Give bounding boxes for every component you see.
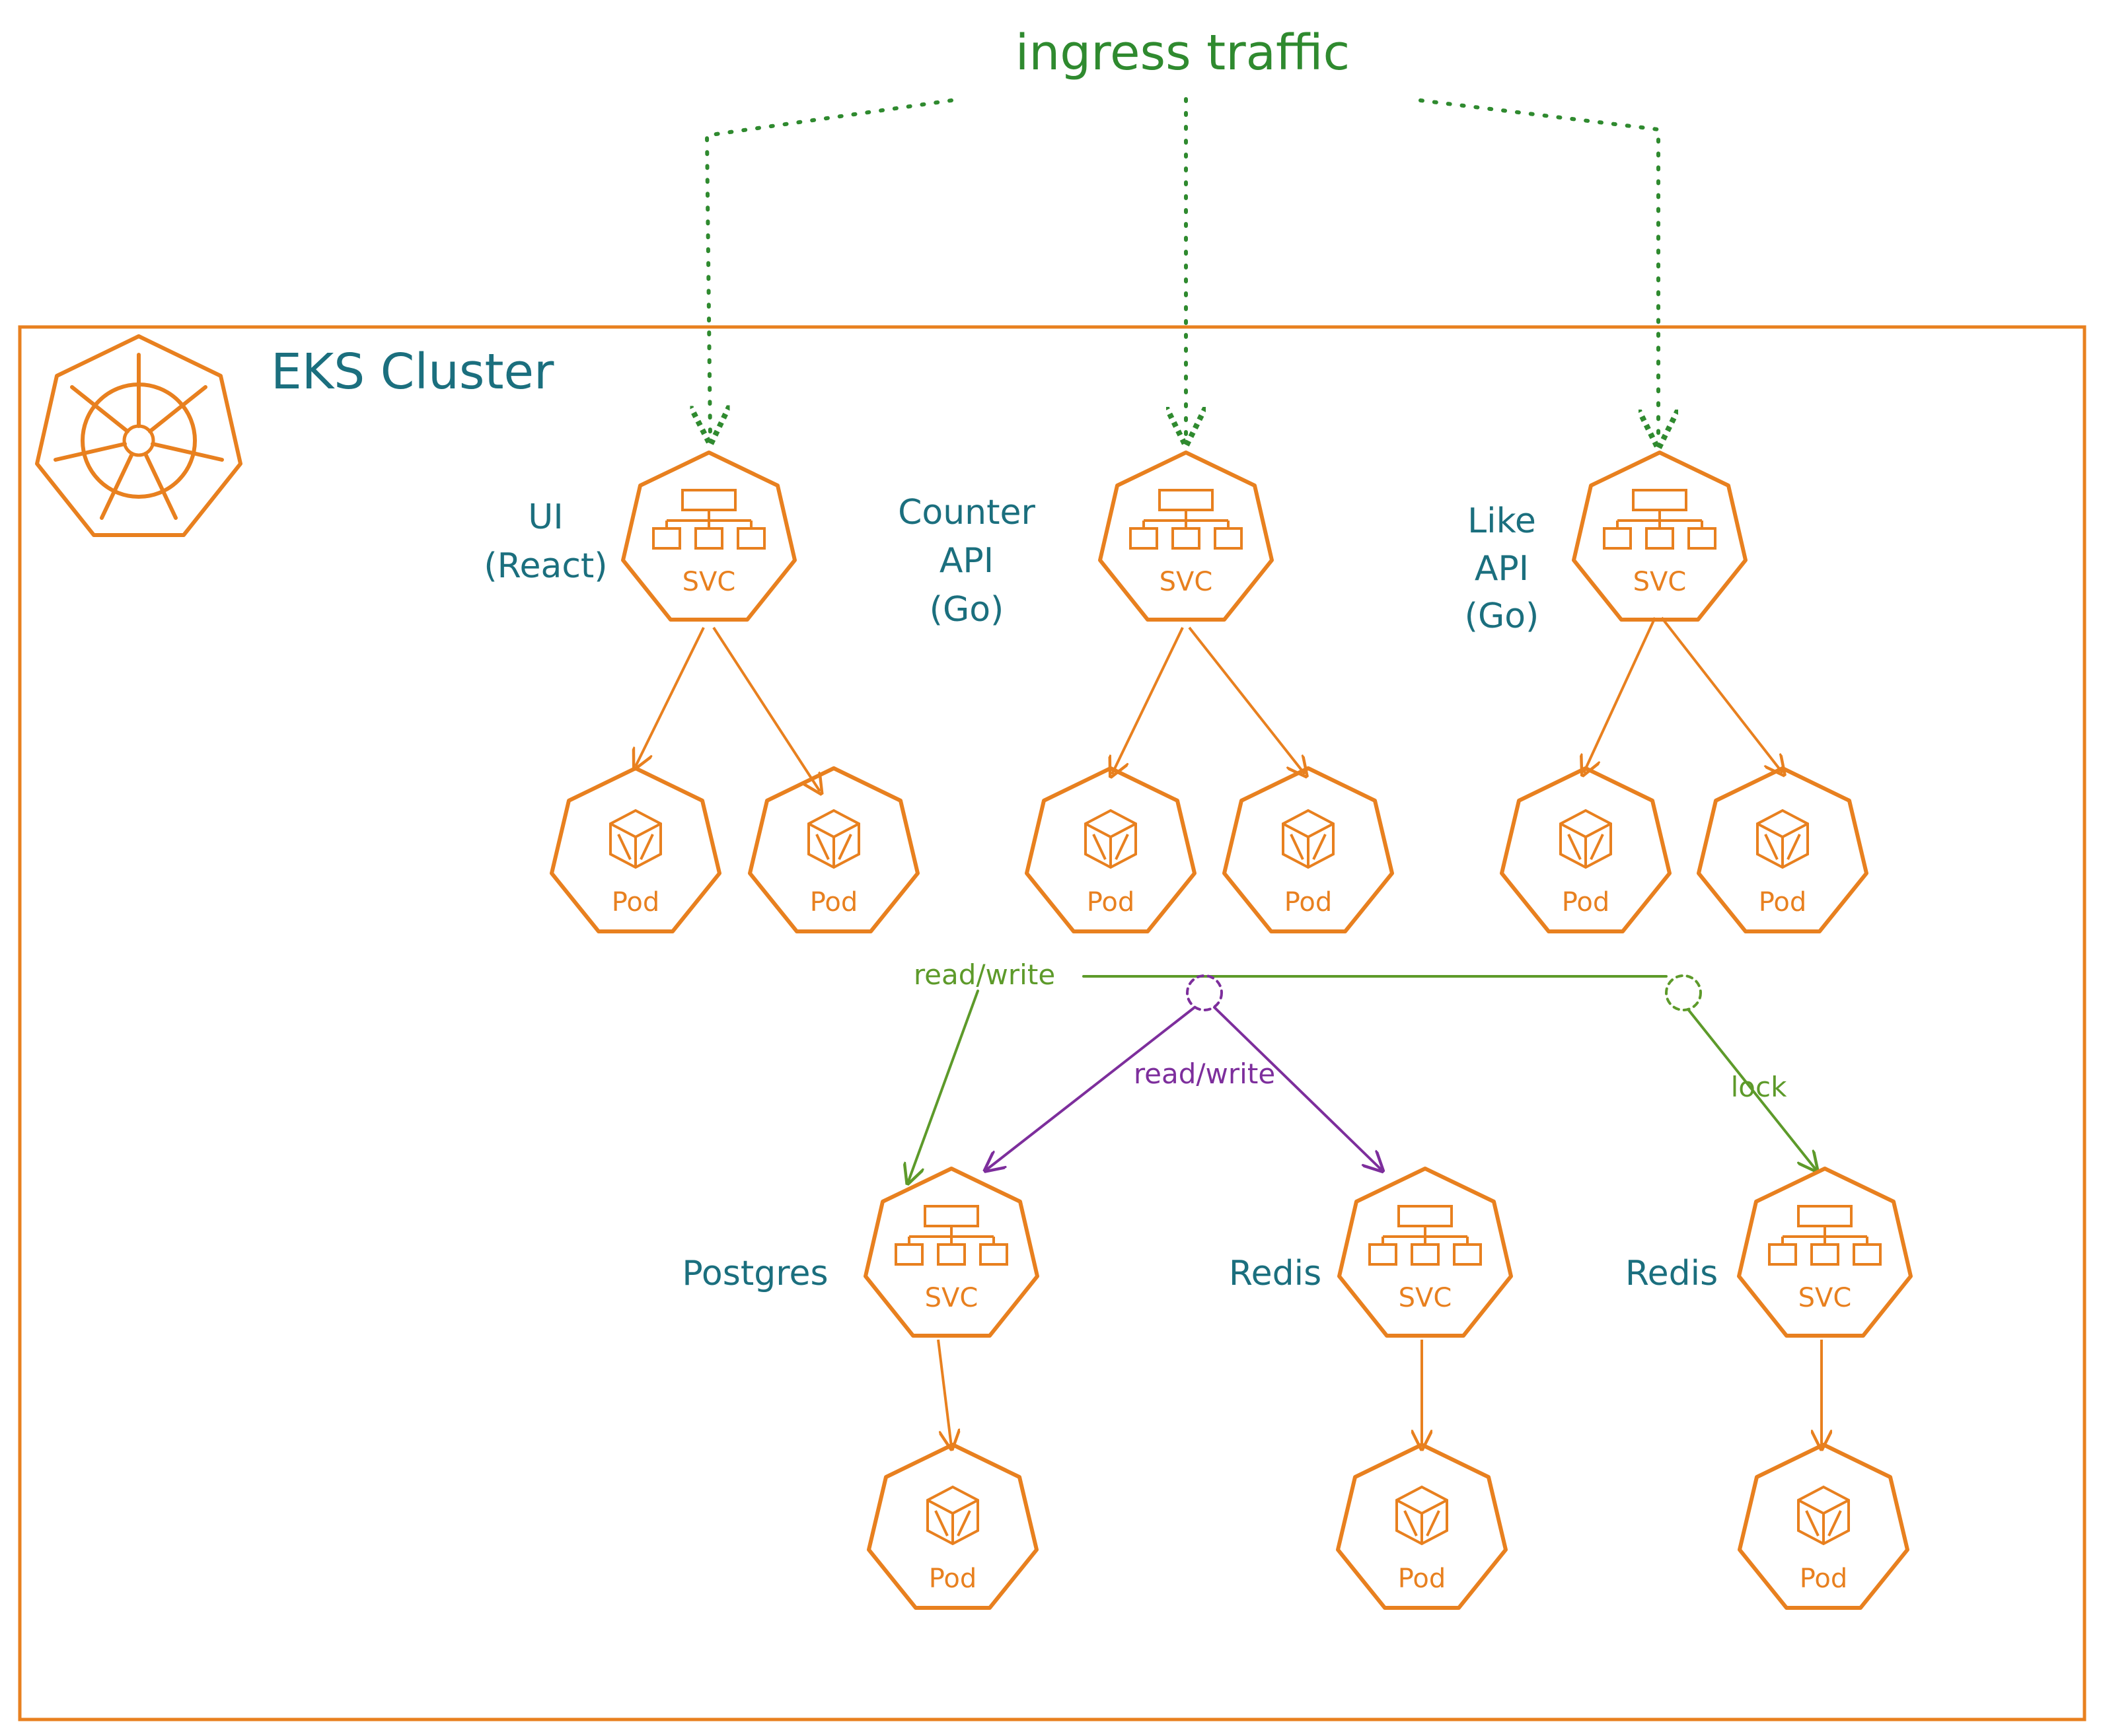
edge-label-lock: lock (1731, 1071, 1787, 1103)
svc-label: SVC (1160, 567, 1213, 597)
svc-node-counter: SVC (1098, 451, 1274, 622)
service-redis-b: SVC Redis Pod (1625, 1167, 1913, 1610)
edge-ui-svc-to-pod-1 (636, 627, 705, 766)
svc-node-postgres: SVC (864, 1167, 1039, 1338)
edge-ui-svc-to-pod-2 (712, 626, 820, 791)
edge-label-green-read-write: read/write (914, 958, 1055, 991)
svc-node-ui: SVC (621, 451, 797, 622)
pod-node-like-2: Pod (1697, 766, 1868, 933)
service-name-counter-line3: (Go) (930, 590, 1004, 630)
pod-label: Pod (929, 1564, 977, 1594)
pod-label: Pod (1800, 1564, 1848, 1594)
pod-label: Pod (1284, 887, 1333, 918)
service-name-redis-b: Redis (1625, 1254, 1718, 1293)
service-counter: SVC Counter API (Go) Pod (898, 451, 1394, 933)
pod-node-ui-2: Pod (748, 766, 920, 933)
service-name-ui-line1: UI (528, 497, 563, 537)
service-name-postgres: Postgres (682, 1254, 828, 1293)
network-icon (895, 1205, 1008, 1266)
service-redis-a: SVC Redis Pod (1229, 1167, 1513, 1610)
svc-node-redis-b: SVC (1737, 1167, 1913, 1338)
connection-junction-purple (1186, 974, 1223, 1011)
pod-node-counter-2: Pod (1222, 766, 1394, 933)
kubernetes-helm-icon (35, 334, 242, 537)
pod-label: Pod (810, 887, 858, 918)
pod-label: Pod (1398, 1564, 1446, 1594)
service-name-counter-line1: Counter (898, 493, 1035, 532)
pod-node-ui-1: Pod (550, 766, 721, 933)
ingress-line-like (1419, 98, 1658, 441)
svc-label: SVC (1798, 1283, 1852, 1313)
network-icon (652, 489, 766, 550)
svc-label: SVC (1633, 567, 1687, 597)
pod-label: Pod (1759, 887, 1807, 918)
pod-node-like-1: Pod (1500, 766, 1672, 933)
edge-green-to-postgres (908, 990, 979, 1181)
ingress-traffic-lines (707, 97, 1658, 441)
cube-icon (807, 809, 860, 869)
ingress-traffic-label: ingress traffic (1015, 24, 1350, 81)
edge-counter-svc-to-pod-2 (1188, 626, 1305, 774)
cube-icon (1084, 809, 1137, 869)
edge-purple-to-postgres (987, 1006, 1196, 1169)
pod-node-redis-a: Pod (1336, 1443, 1508, 1610)
edge-purple-to-redis-a (1213, 1006, 1381, 1169)
network-icon (1129, 489, 1243, 550)
cube-icon (609, 809, 662, 869)
cube-icon (926, 1485, 979, 1546)
cube-icon (1797, 1485, 1850, 1546)
svc-label: SVC (925, 1283, 978, 1313)
edge-label-purple-read-write: read/write (1134, 1058, 1275, 1090)
edge-like-svc-to-pod-2 (1660, 616, 1783, 773)
cube-icon (1395, 1485, 1448, 1546)
service-name-like-line1: Like (1467, 501, 1536, 541)
pod-node-counter-1: Pod (1025, 766, 1197, 933)
ingress-line-ui (707, 98, 953, 437)
cube-icon (1756, 809, 1809, 869)
service-name-redis-a: Redis (1229, 1254, 1321, 1293)
service-postgres: SVC Postgres Pod (682, 1167, 1039, 1610)
cube-icon (1559, 809, 1612, 869)
eks-cluster-boundary (18, 325, 2086, 1721)
edge-postgres-svc-to-pod (937, 1339, 951, 1447)
pod-label: Pod (1562, 887, 1610, 918)
pod-node-postgres: Pod (867, 1443, 1039, 1610)
pod-label: Pod (612, 887, 660, 918)
network-icon (1768, 1205, 1882, 1266)
network-icon (1368, 1205, 1482, 1266)
service-name-like-line3: (Go) (1465, 597, 1539, 636)
service-ui: SVC UI (React) Pod (484, 451, 920, 933)
edge-counter-svc-to-pod-1 (1112, 627, 1184, 774)
pod-node-redis-b: Pod (1738, 1443, 1909, 1610)
network-icon (1603, 489, 1716, 550)
svc-label: SVC (682, 567, 736, 597)
cluster-title: EKS Cluster (271, 344, 554, 400)
service-name-ui-line2: (React) (484, 546, 607, 586)
svc-node-like: SVC (1572, 451, 1748, 622)
edge-lock-to-redis-b (1687, 1008, 1816, 1169)
svc-label: SVC (1399, 1283, 1452, 1313)
edge-like-svc-to-pod-1 (1584, 617, 1656, 773)
data-connections (908, 974, 1816, 1181)
svc-node-redis-a: SVC (1337, 1167, 1513, 1338)
pod-label: Pod (1087, 887, 1135, 918)
connection-junction-green (1665, 974, 1702, 1011)
cube-icon (1282, 809, 1335, 869)
service-name-counter-line2: API (940, 541, 994, 581)
service-like: SVC Like API (Go) Pod (1465, 451, 1868, 933)
service-name-like-line2: API (1475, 549, 1529, 589)
